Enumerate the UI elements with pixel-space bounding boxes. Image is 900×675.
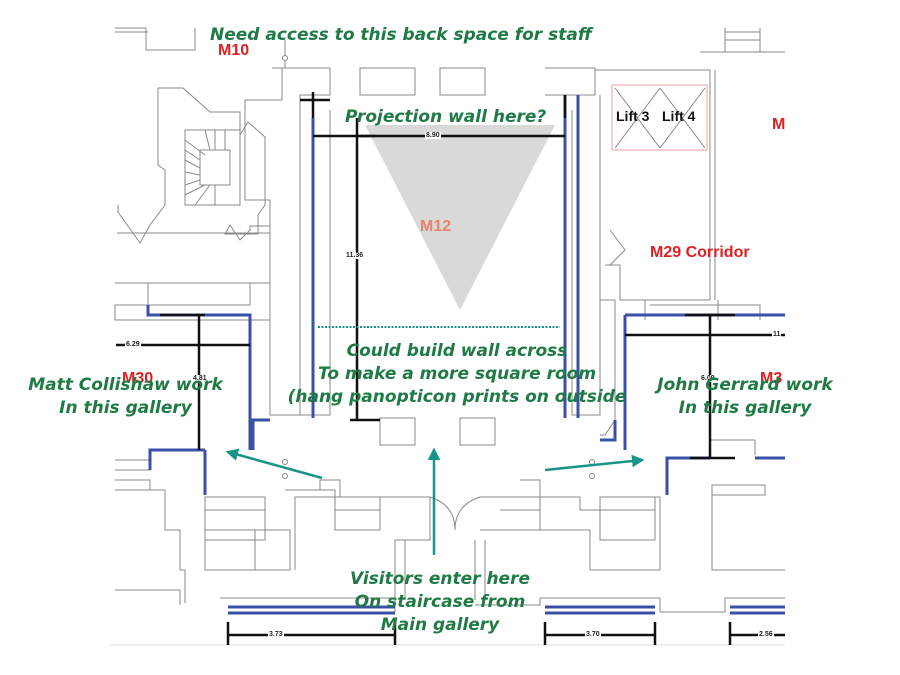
- dimension-right-depth: 6.09: [700, 375, 716, 382]
- projection-cone: [365, 125, 555, 310]
- annotation-right-gallery: John Gerrard work In this gallery: [640, 374, 850, 420]
- annotation-build-wall-line-1: Could build wall across: [346, 341, 568, 361]
- annotation-left-gallery-line-1: Matt Collishaw work: [28, 375, 223, 395]
- dimension-left-width: 6.29: [125, 341, 141, 348]
- annotation-right-gallery-line-1: John Gerrard work: [657, 375, 833, 395]
- annotation-entrance-line-3: Main gallery: [380, 615, 500, 635]
- room-label-m12: M12: [420, 218, 452, 235]
- dimension-bottom-center: 3.70: [585, 631, 601, 638]
- dimension-left-depth: 4.81: [192, 375, 208, 382]
- annotation-build-wall-line-2: To make a more square room: [317, 364, 597, 384]
- room-label-m3-right: M3: [760, 370, 783, 387]
- dimension-room-length: 11.36: [345, 252, 365, 259]
- annotation-build-wall: Could build wall across To make a more s…: [282, 340, 632, 409]
- annotation-entrance: Visitors enter here On staircase from Ma…: [330, 568, 550, 637]
- annotation-left-gallery: Matt Collishaw work In this gallery: [18, 374, 233, 420]
- arrow-right: [544, 454, 645, 472]
- room-label-m10: M10: [218, 42, 250, 59]
- dimension-bottom-right: 2.56: [758, 631, 774, 638]
- annotation-left-gallery-line-2: In this gallery: [59, 398, 192, 418]
- annotation-staff-access: Need access to this back space for staff: [210, 25, 592, 45]
- building-outline: [110, 27, 785, 646]
- dimension-right-width: 11: [772, 331, 782, 338]
- annotation-projection-wall: Projection wall here?: [345, 107, 547, 127]
- room-label-m-right: M: [772, 116, 786, 133]
- dimension-projection-width: 8.90: [425, 132, 441, 139]
- annotation-entrance-line-1: Visitors enter here: [350, 569, 530, 589]
- dimension-bottom-left: 3.73: [268, 631, 284, 638]
- annotation-right-gallery-line-2: In this gallery: [678, 398, 812, 418]
- room-label-m29: M29 Corridor: [650, 244, 750, 261]
- arrow-left: [225, 448, 323, 480]
- lift-3-label: Lift 3: [616, 108, 650, 124]
- lift-4-label: Lift 4: [662, 108, 696, 124]
- annotation-entrance-line-2: On staircase from: [354, 592, 526, 612]
- room-label-m30: M30: [122, 370, 154, 387]
- annotation-build-wall-line-3: (hang panopticon prints on outside: [287, 387, 627, 407]
- direction-arrows: [225, 447, 645, 555]
